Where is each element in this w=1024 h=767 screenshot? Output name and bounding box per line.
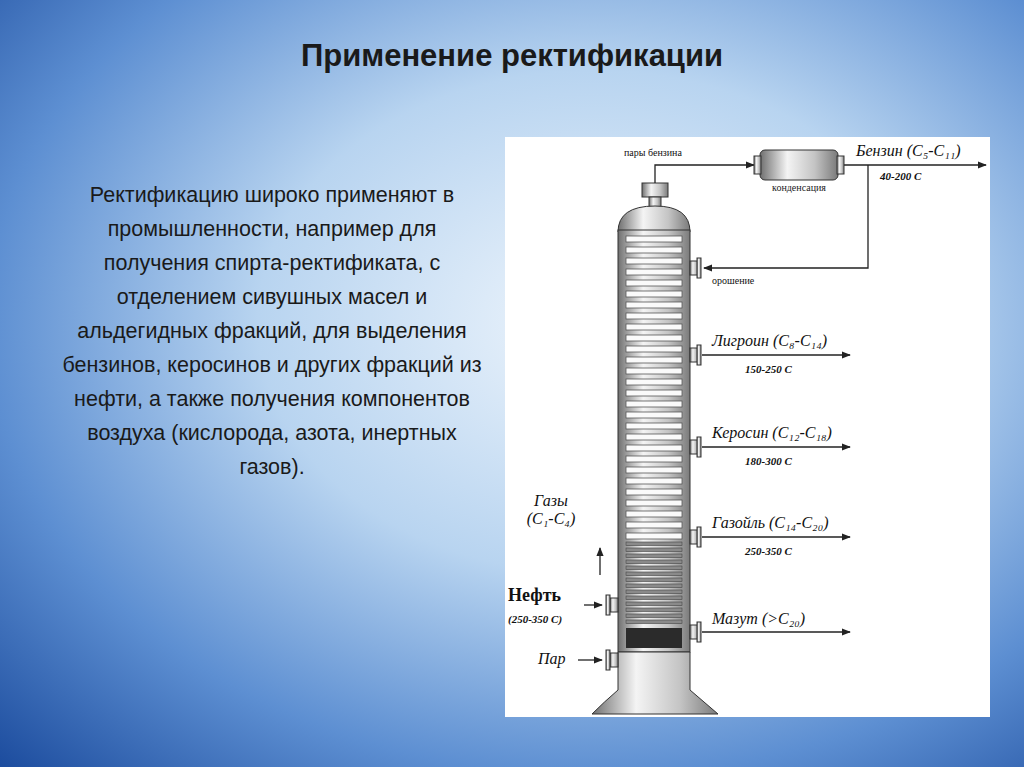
fraction-name: Газы (C₁-C₄) bbox=[522, 492, 580, 528]
flow-label: пары бензина bbox=[624, 147, 682, 158]
temperature-range: (250-350 C) bbox=[508, 613, 562, 625]
fraction-name: Мазут (>C₂₀) bbox=[712, 610, 805, 628]
feed-label: Пар bbox=[538, 650, 566, 668]
fraction-name: Лигроин (C₈-C₁₄) bbox=[712, 332, 827, 350]
nozzles bbox=[606, 258, 701, 670]
temperature-range: 180-300 C bbox=[745, 455, 792, 467]
flow-label: орошение bbox=[712, 275, 754, 286]
condenser-cylinder bbox=[752, 148, 846, 182]
condenser: конденсация bbox=[752, 148, 846, 193]
temperature-range: 40-200 C bbox=[880, 170, 921, 182]
white-panel bbox=[505, 137, 990, 717]
node-caption: конденсация bbox=[752, 182, 846, 193]
fraction-name: Бензин (C₅-C₁₁) bbox=[856, 142, 961, 160]
temperature-range: 150-250 C bbox=[745, 363, 792, 375]
flow-lines bbox=[578, 165, 986, 660]
fraction-name: Керосин (C₁₂-C₁₈) bbox=[712, 424, 832, 442]
temperature-range: 250-350 C bbox=[745, 545, 792, 557]
body-text: Ректификацию широко применяют в промышле… bbox=[62, 178, 482, 484]
feed-label: Нефть bbox=[508, 585, 561, 606]
slide-title: Применение ректификации bbox=[0, 38, 1024, 74]
distillation-column bbox=[592, 183, 718, 714]
fraction-name: Газойль (C₁₄-C₂₀) bbox=[712, 514, 829, 532]
